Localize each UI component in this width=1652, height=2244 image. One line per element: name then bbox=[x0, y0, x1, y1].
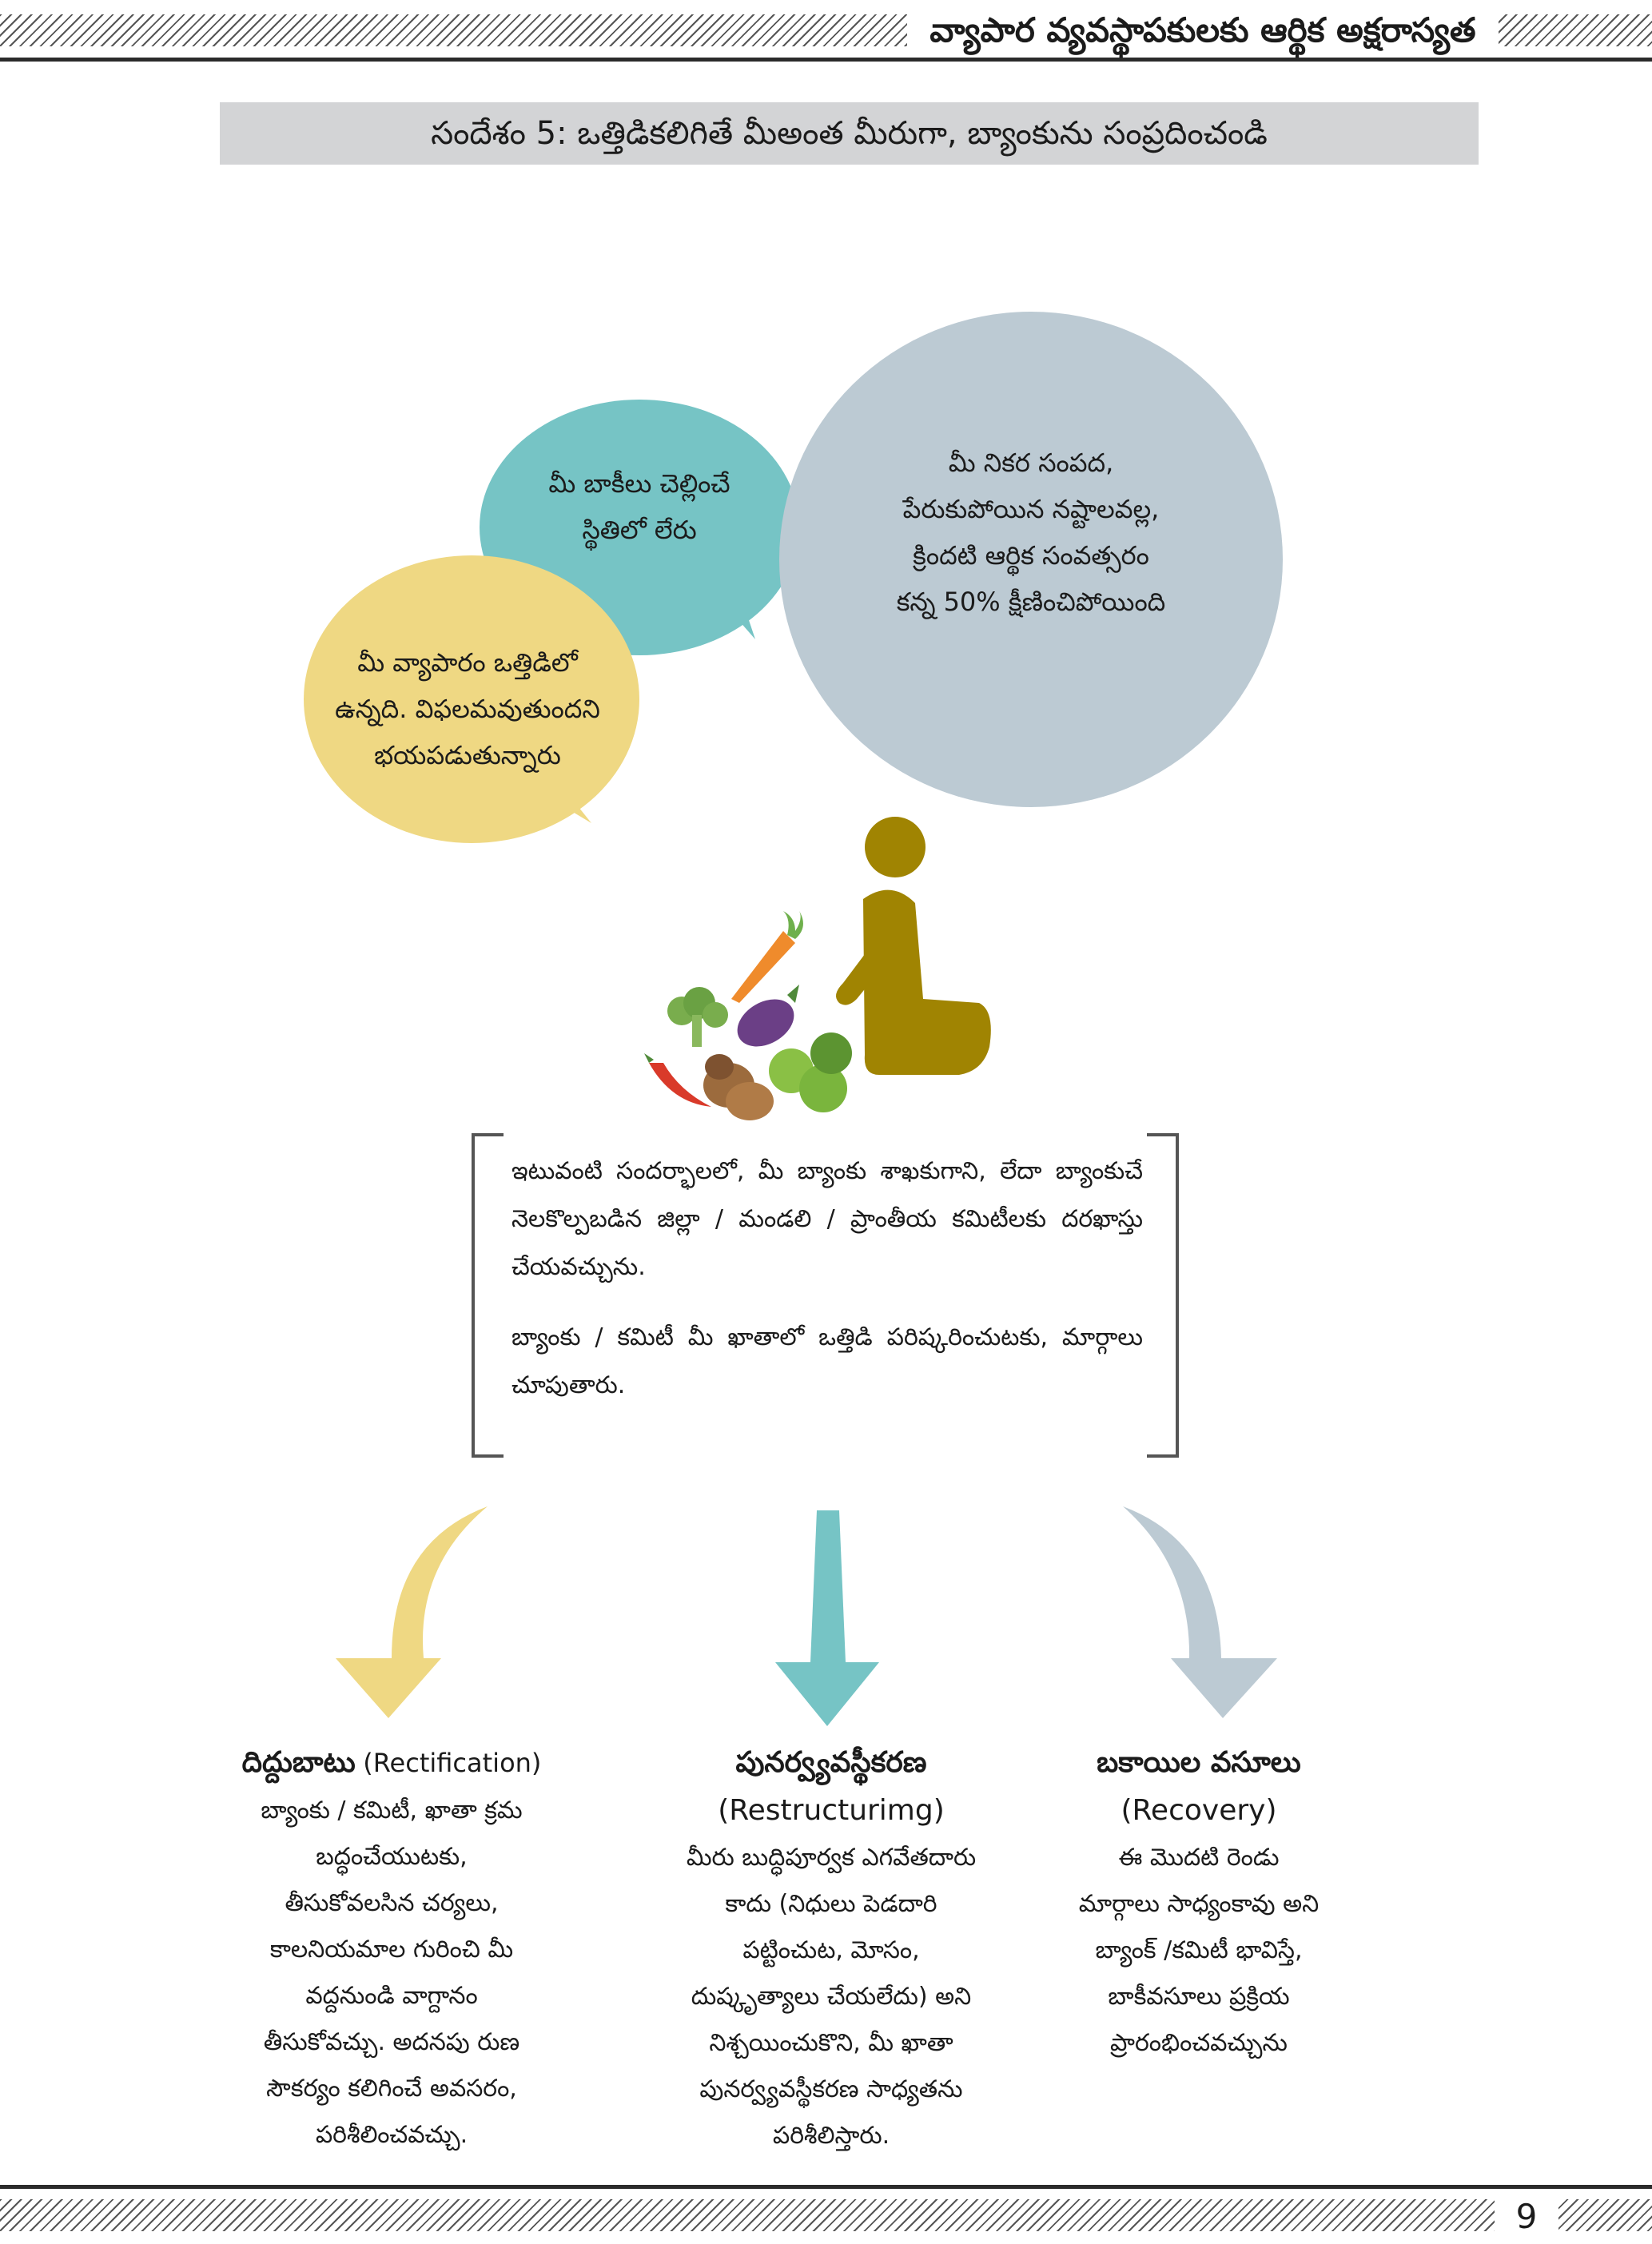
column-line: పట్టించుట, మోసం, bbox=[742, 1936, 920, 1964]
arrow-down-icon bbox=[775, 1510, 879, 1726]
column-recovery: బకాయిల వసూలు (Recovery) ఈ మొదటి రెండు మా… bbox=[1031, 1739, 1367, 2067]
yellow-bubble-line: ఉన్నది. విఫలమవుతుందని bbox=[335, 694, 600, 724]
yellow-bubble-line: భయపడుతున్నారు bbox=[374, 740, 561, 770]
column-line: పునర్వ్యవస్థీకరణ సాధ్యతను bbox=[699, 2075, 963, 2103]
column-heading: దిద్దుబాటు bbox=[241, 1746, 356, 1779]
column-restructuring: పునర్వ్యవస్థీకరణ (Restructurimg) మీరు బు… bbox=[623, 1739, 1039, 2159]
teal-bubble-line: మీ బాకీలు చెల్లించే bbox=[548, 468, 730, 499]
message-banner: సందేశం 5: ఒత్తిడికలిగితే మీఅంత మీరుగా, బ… bbox=[220, 102, 1479, 165]
bracket-text: ఇటువంటి సందర్భాలలో, మీ బ్యాంకు శాఖకుగాని… bbox=[512, 1148, 1143, 1410]
vegetables-icon bbox=[644, 911, 852, 1120]
column-line: కాదు (నిధులు పెడదారి bbox=[725, 1890, 937, 1918]
column-line: నిశ్చయించుకొని, మీ ఖాతా bbox=[709, 2029, 953, 2057]
grey-bubble-line: క్రిందటి ఆర్థిక సంవత్సరం bbox=[913, 540, 1149, 571]
column-line: సౌకర్యం కలిగించే అవసరం, bbox=[266, 2075, 517, 2103]
grey-bubble-line: పేరుకుపోయిన నష్టాలవల్ల, bbox=[902, 494, 1160, 524]
grey-bubble-line: మీ నికర సంపద, bbox=[948, 448, 1114, 478]
header-title: వ్యాపార వ్యవస్థాపకులకు ఆర్థిక అక్షరాస్యత bbox=[907, 6, 1499, 54]
arrow-right-icon bbox=[1123, 1506, 1277, 1718]
column-line: వద్దనుండి వాగ్దానం bbox=[305, 1982, 478, 2010]
column-heading: బకాయిల వసూలు bbox=[1097, 1746, 1301, 1779]
column-line: దుష్కృత్యాలు చేయలేదు) అని bbox=[691, 1983, 972, 2011]
column-english: (Restructurimg) bbox=[718, 1794, 945, 1827]
column-line: బ్యాంకు / కమిటీ, ఖాతా క్రమ bbox=[261, 1796, 523, 1824]
column-line: బద్ధంచేయుటకు, bbox=[316, 1843, 468, 1871]
column-line: మార్గాలు సాధ్యంకావు అని bbox=[1078, 1890, 1320, 1918]
grey-speech-bubble bbox=[779, 312, 1283, 807]
column-heading-line: దిద్దుబాటు (Rectification) bbox=[184, 1739, 599, 1788]
bracket-paragraph-2: బ్యాంకు / కమిటీ మీ ఖాతాలో ఒత్తిడి పరిష్క… bbox=[512, 1323, 1143, 1399]
arrow-left-icon bbox=[336, 1506, 488, 1718]
column-line: ఈ మొదటి రెండు bbox=[1118, 1844, 1280, 1872]
teal-bubble-text: మీ బాకీలు చెల్లించే స్థితిలో లేరు bbox=[504, 460, 775, 553]
column-line: బాకీవసూలు ప్రక్రియ bbox=[1108, 1983, 1290, 2011]
footer-hatch bbox=[0, 2199, 1652, 2231]
bracket-paragraph-1: ఇటువంటి సందర్భాలలో, మీ బ్యాంకు శాఖకుగాని… bbox=[512, 1157, 1143, 1281]
yellow-bubble-text: మీ వ్యాపారం ఒత్తిడిలో ఉన్నది. విఫలమవుతుం… bbox=[312, 639, 623, 778]
footer-rule bbox=[0, 2185, 1652, 2189]
column-line: ప్రారంభించవచ్చును bbox=[1110, 2029, 1288, 2057]
column-line: మీరు బుద్ధిపూర్వక ఎగవేతదారు bbox=[686, 1844, 977, 1872]
text-bracket bbox=[472, 1133, 1179, 1458]
yellow-speech-bubble bbox=[304, 555, 639, 843]
column-english: (Rectification) bbox=[363, 1748, 542, 1778]
column-line: తీసుకోవచ్చు. అదనపు రుణ bbox=[263, 2028, 520, 2056]
column-line: పరిశీలించవచ్చు. bbox=[315, 2121, 468, 2149]
column-line: తీసుకోవలసిన చర్యలు, bbox=[285, 1889, 499, 1917]
teal-bubble-line: స్థితిలో లేరు bbox=[582, 515, 697, 545]
column-line: బ్యాంక్ /కమిటీ భావిస్తే, bbox=[1095, 1936, 1303, 1964]
column-line: కాలనియమాల గురించి మీ bbox=[269, 1936, 514, 1964]
column-rectification: దిద్దుబాటు (Rectification) బ్యాంకు / కమి… bbox=[184, 1739, 599, 2158]
grey-bubble-text: మీ నికర సంపద, పేరుకుపోయిన నష్టాలవల్ల, క్… bbox=[847, 440, 1215, 625]
column-english: (Recovery) bbox=[1121, 1794, 1277, 1827]
grey-bubble-line: కన్న 50% క్షీణించిపోయింది bbox=[896, 587, 1166, 617]
yellow-bubble-line: మీ వ్యాపారం ఒత్తిడిలో bbox=[357, 647, 578, 678]
header-rule bbox=[0, 58, 1652, 62]
kneeling-person-icon bbox=[836, 817, 991, 1075]
page-number: 9 bbox=[1495, 2194, 1558, 2239]
column-heading: పునర్వ్యవస్థీకరణ bbox=[735, 1746, 927, 1779]
column-line: పరిశీలిస్తారు. bbox=[772, 2122, 890, 2150]
